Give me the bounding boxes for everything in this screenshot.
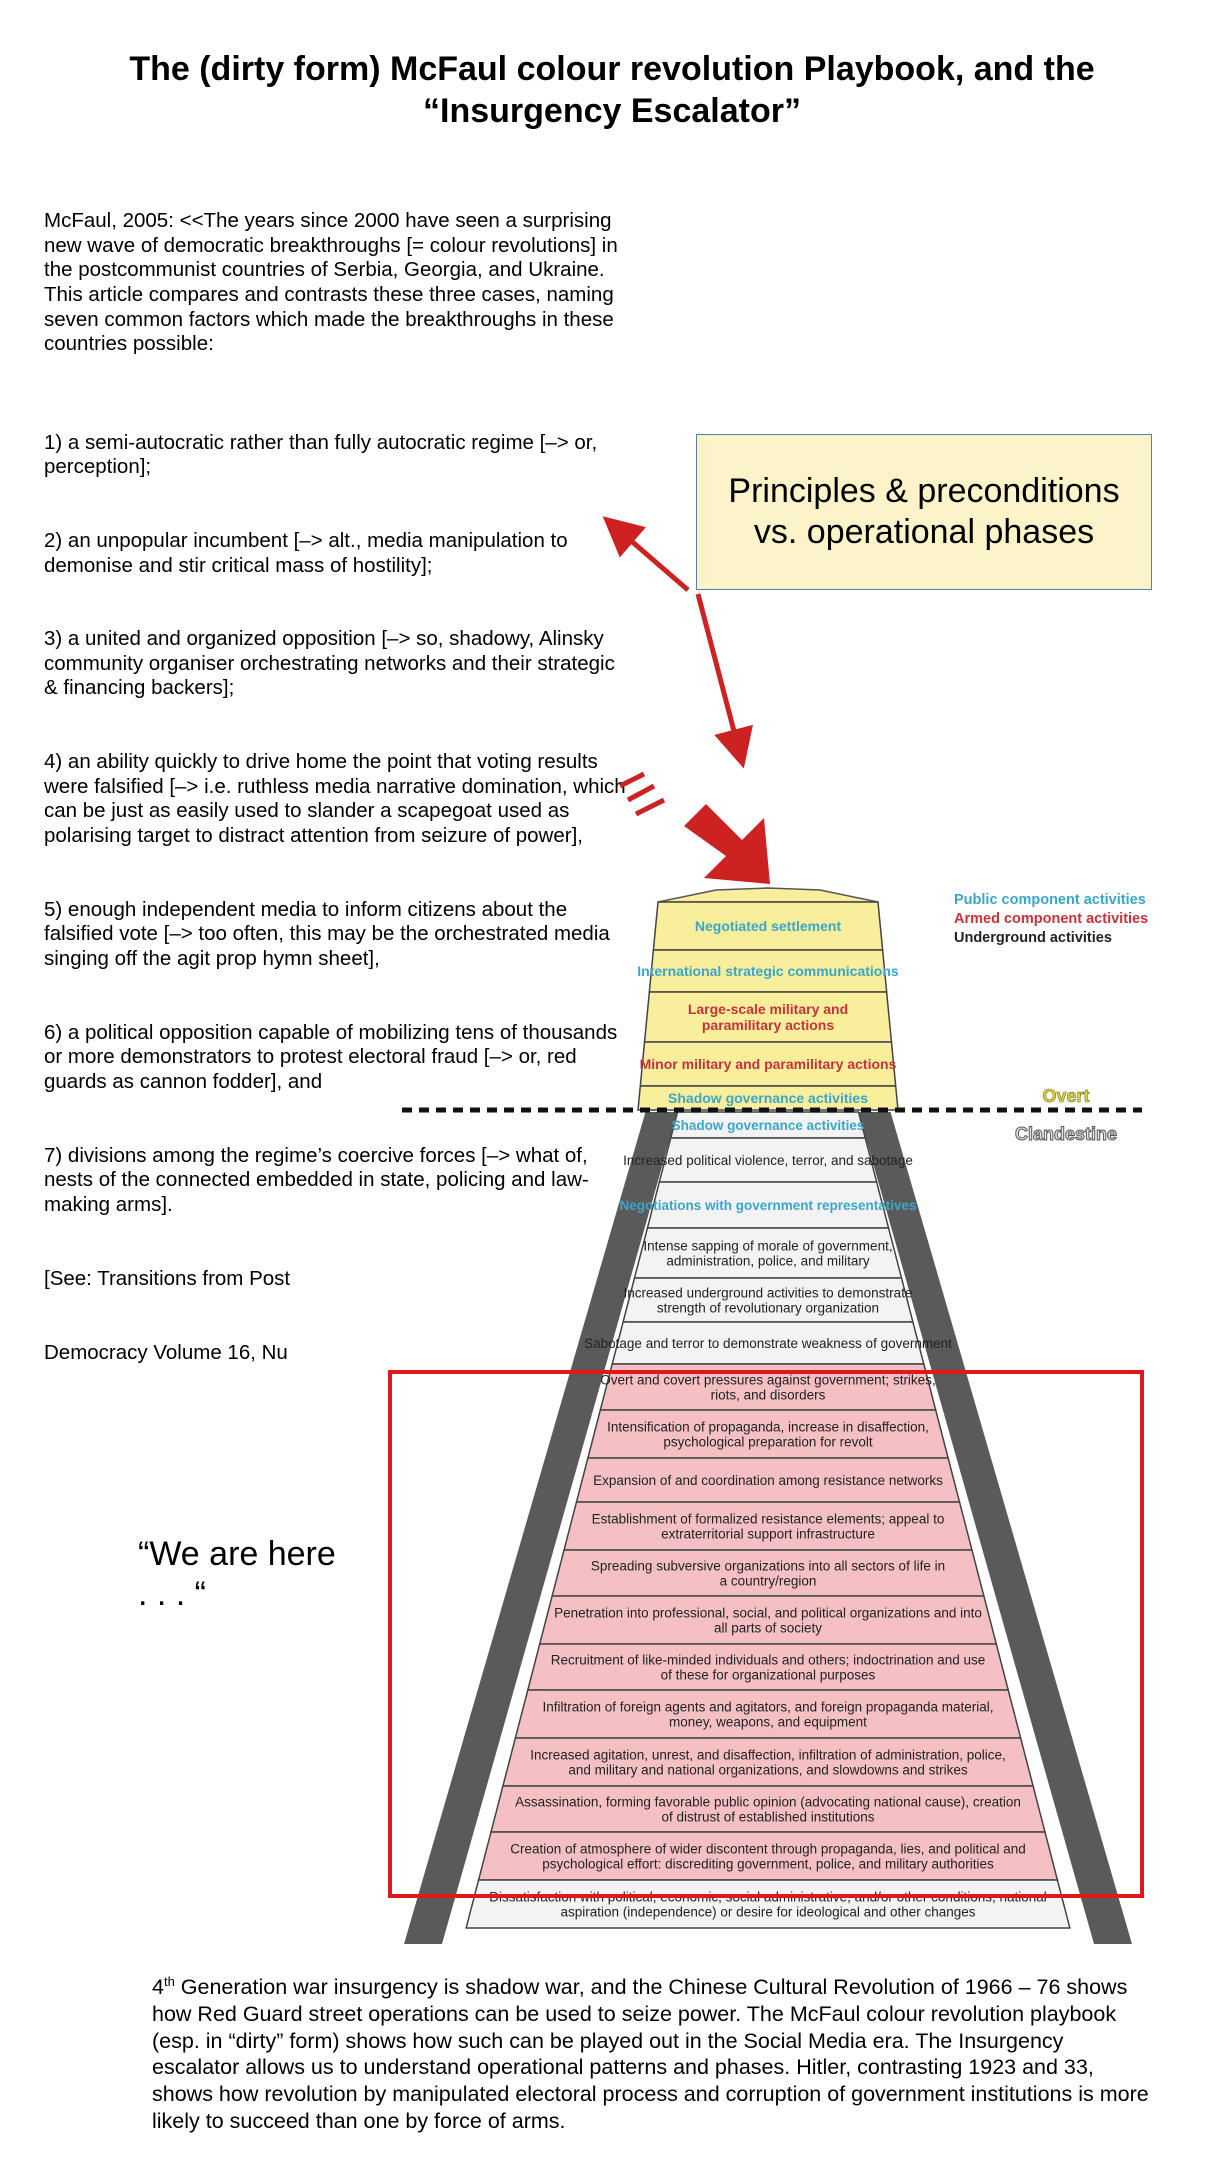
clandestine-step xyxy=(465,1879,1071,1929)
arrow-to-escalator xyxy=(695,593,753,769)
clandestine-step-label: Increased political violence, terror, an… xyxy=(623,1153,913,1168)
clandestine-step-label: Overt and covert pressures against gover… xyxy=(600,1373,935,1403)
overt-step-label: Shadow governance activities xyxy=(668,1090,868,1106)
right-pillar xyxy=(858,1112,1132,1944)
clandestine-label: Clandestine xyxy=(1015,1124,1117,1144)
overt-step-label: Minor military and paramilitary actions xyxy=(640,1056,897,1072)
block-arrow-tail xyxy=(618,771,646,789)
factor-item: 6) a political opposition capable of mob… xyxy=(44,1020,623,1093)
clandestine-step-label: Spreading subversive organizations into … xyxy=(591,1559,945,1589)
clandestine-step-label: Expansion of and coordination among resi… xyxy=(593,1473,943,1488)
citation-line: Democracy Volume 16, Nu xyxy=(44,1340,288,1364)
clandestine-step-label: Negotiations with government representat… xyxy=(619,1198,916,1213)
factor-item: 2) an unpopular incumbent [–> alt., medi… xyxy=(44,528,574,577)
mcfaul-quote: McFaul, 2005: <<The years since 2000 hav… xyxy=(44,160,634,1390)
factor-item: 5) enough independent media to inform ci… xyxy=(44,897,616,970)
clandestine-step-label: Assassination, forming favorable public … xyxy=(515,1795,1021,1825)
principles-callout-box: Principles & preconditions vs. operation… xyxy=(696,434,1152,590)
conclusion-paragraph: 4th Generation war insurgency is shadow … xyxy=(152,1974,1152,2135)
clandestine-step-label: Infiltration of foreign agents and agita… xyxy=(542,1700,993,1730)
clandestine-step-label: Creation of atmosphere of wider disconte… xyxy=(510,1842,1026,1872)
escalator-roof xyxy=(657,887,879,903)
block-arrow-tail xyxy=(626,783,656,803)
factor-item: 4) an ability quickly to drive home the … xyxy=(44,750,632,848)
quote-intro: McFaul, 2005: <<The years since 2000 hav… xyxy=(44,209,624,356)
overt-step-label: International strategic communications xyxy=(637,963,899,979)
clandestine-step-label: Increased underground activities to demo… xyxy=(624,1286,913,1316)
page-title: The (dirty form) McFaul colour revolutio… xyxy=(129,50,1095,130)
we-are-here-label: “We are here . . . “ xyxy=(138,1535,336,1613)
clandestine-step-label: Sabotage and terror to demonstrate weakn… xyxy=(584,1336,952,1351)
overt-step-label: Negotiated settlement xyxy=(695,918,842,934)
left-pillar xyxy=(404,1112,678,1944)
block-arrow-tail xyxy=(634,797,666,817)
clandestine-step-label: Establishment of formalized resistance e… xyxy=(592,1512,945,1542)
citation-line: [See: Transitions from Post xyxy=(44,1266,291,1290)
factor-item: 1) a semi-autocratic rather than fully a… xyxy=(44,430,603,479)
block-arrow xyxy=(684,804,770,884)
clandestine-step-label: Shadow governance activities xyxy=(672,1118,865,1133)
clandestine-step-label: Recruitment of like-minded individuals a… xyxy=(551,1653,986,1683)
clandestine-step-label: Intensification of propaganda, increase … xyxy=(607,1420,929,1450)
factor-item: 3) a united and organized opposition [–>… xyxy=(44,627,621,700)
arrow-to-principles xyxy=(602,516,690,592)
ordinal-suffix: th xyxy=(163,1973,175,1989)
conclusion-body: Generation war insurgency is shadow war,… xyxy=(152,1975,1149,2133)
overt-label: Overt xyxy=(1042,1086,1089,1106)
clandestine-step-label: Increased agitation, unrest, and disaffe… xyxy=(530,1748,1006,1778)
clandestine-step-label: Intense sapping of morale of government,… xyxy=(643,1239,892,1269)
legend-entry: Armed component activities xyxy=(954,911,1148,927)
legend-entry: Public component activities xyxy=(954,892,1146,908)
legend-entry: Underground activities xyxy=(954,930,1112,946)
clandestine-step-label: Penetration into professional, social, a… xyxy=(554,1606,982,1636)
factor-item: 7) divisions among the regime’s coercive… xyxy=(44,1143,594,1216)
ordinal-number: 4 xyxy=(152,1975,164,1999)
we-are-here-highlight-frame xyxy=(388,1370,1144,1898)
